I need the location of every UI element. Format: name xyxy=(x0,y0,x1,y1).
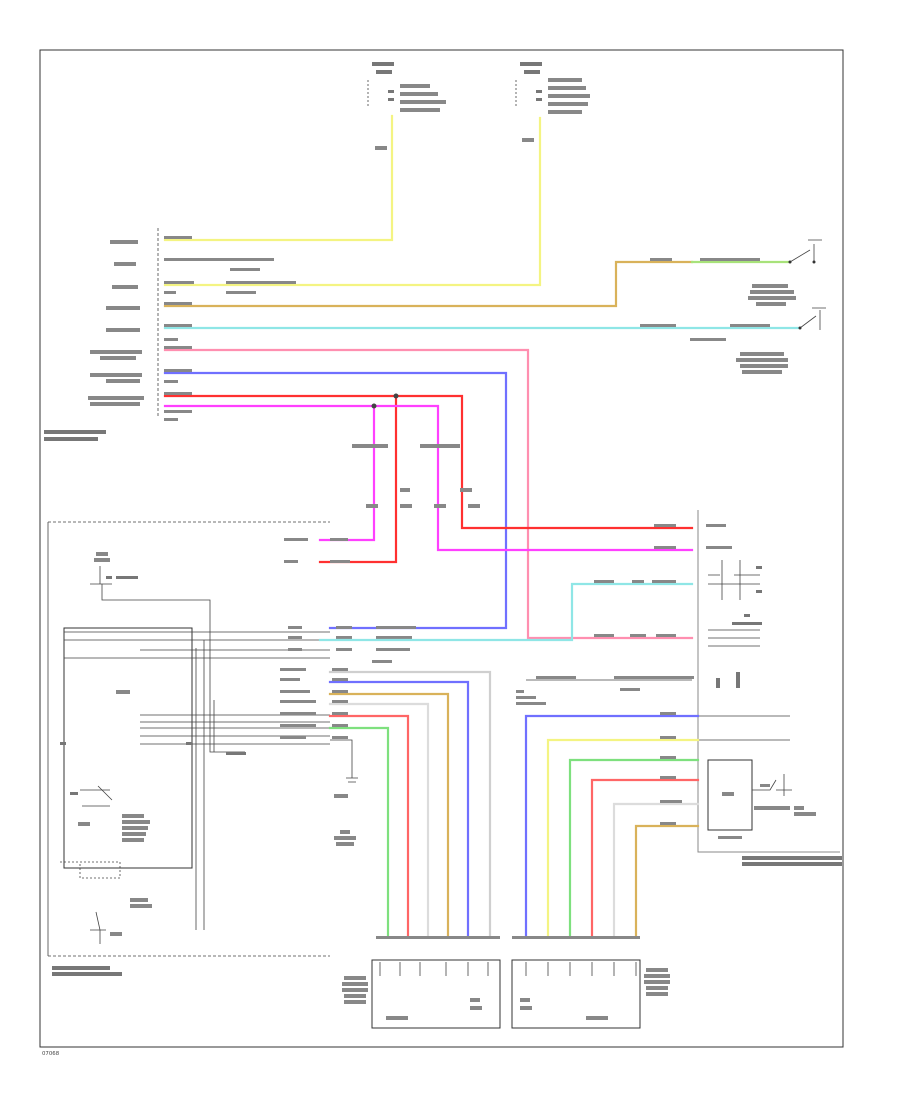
main-power-window-switch xyxy=(47,521,330,976)
wire-yellow-2 xyxy=(163,116,542,294)
wire-orange-3 xyxy=(634,822,700,937)
left-door-motor xyxy=(342,936,501,1029)
right-door-motor xyxy=(511,936,670,1029)
passenger-power-window-switch xyxy=(697,510,842,866)
wire-grey-2 xyxy=(280,700,430,937)
wire-grey-3 xyxy=(516,676,694,705)
wire-red xyxy=(163,392,694,564)
front-door-switch-right xyxy=(736,307,826,374)
wire-blue-2 xyxy=(280,678,470,937)
diagram-code: 07068 xyxy=(42,1051,60,1057)
wire-green xyxy=(280,724,390,937)
wire-red-3 xyxy=(590,776,700,937)
wire-blue xyxy=(163,369,508,630)
wire-orange-2 xyxy=(280,690,450,937)
wire-ground-left xyxy=(280,736,358,846)
wire-cyan xyxy=(163,324,802,341)
diagram-frame xyxy=(39,49,844,1048)
body-control-module xyxy=(44,228,159,441)
power-source-right xyxy=(515,62,590,142)
wire-yellow-top xyxy=(163,114,394,242)
power-source-left xyxy=(367,62,446,150)
wire-blue-3 xyxy=(524,712,700,937)
wire-cyan-2 xyxy=(318,580,694,642)
wire-red-2 xyxy=(280,712,410,937)
wire-pink xyxy=(163,346,694,640)
wire-yellow-3 xyxy=(546,736,700,937)
wire-grey-1 xyxy=(280,668,492,937)
front-door-switch-left xyxy=(748,239,822,306)
wire-orange xyxy=(163,258,792,308)
wire-green-2 xyxy=(568,756,700,937)
wire-grey-4 xyxy=(612,800,700,937)
